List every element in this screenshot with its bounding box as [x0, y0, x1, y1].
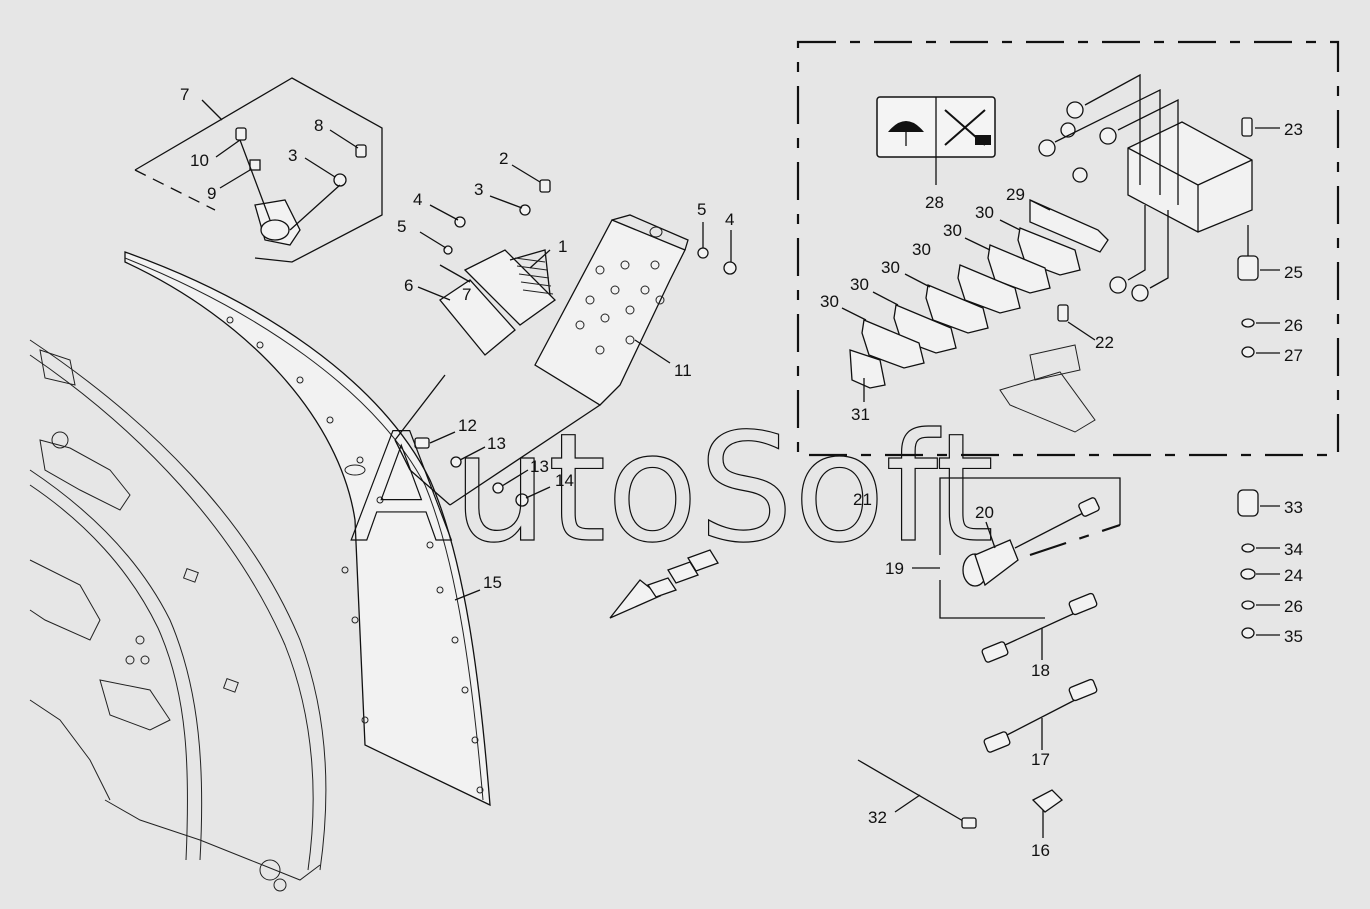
nut-35-icon [1241, 627, 1255, 639]
wing-nut-4b-icon [723, 261, 737, 275]
cable-17 [983, 678, 1098, 753]
connector-20 [962, 497, 1100, 587]
callout-35: 35 [1284, 627, 1303, 646]
callout-25: 25 [1284, 263, 1303, 282]
callout-32: 32 [868, 808, 887, 827]
callout-27: 27 [1284, 346, 1303, 365]
cap-33-icon [1237, 489, 1259, 517]
washer-26-icon [1241, 318, 1255, 328]
callout-3: 3 [288, 146, 297, 165]
screw-8-icon [355, 144, 367, 158]
washer-26b-icon [1241, 600, 1255, 610]
cable-18 [981, 592, 1098, 663]
callout-13: 13 [487, 434, 506, 453]
callout-16: 16 [1031, 841, 1050, 860]
callout-29: 29 [1006, 185, 1025, 204]
callout-30d: 30 [881, 258, 900, 277]
callout-13b: 13 [530, 457, 549, 476]
right-stack-top [1237, 117, 1280, 358]
cover-holes [575, 260, 665, 355]
nut-27-icon [1241, 346, 1255, 358]
washer-13-icon [450, 456, 462, 468]
callout-14: 14 [555, 471, 574, 490]
callout-2: 2 [499, 149, 508, 168]
callout-17: 17 [1031, 750, 1050, 769]
umbrella-icon [888, 121, 924, 132]
callout-26b: 26 [1284, 597, 1303, 616]
callout-10: 10 [190, 151, 209, 170]
screw-22-icon [1057, 304, 1069, 322]
fastener-chain [394, 374, 601, 601]
nut-9-icon [249, 159, 261, 171]
cable-tie [857, 759, 977, 829]
callout-1: 1 [558, 237, 567, 256]
callout-30b: 30 [943, 221, 962, 240]
callout-8: 8 [314, 116, 323, 135]
fender-panel [124, 251, 491, 807]
callout-34: 34 [1284, 540, 1303, 559]
fuse [1031, 789, 1064, 838]
callout-3b: 3 [474, 180, 483, 199]
washer-34-icon [1241, 543, 1255, 553]
callout-15: 15 [483, 573, 502, 592]
washer-3b-icon [519, 204, 531, 216]
grille-and-cover [417, 164, 737, 406]
washer-24-icon [1240, 568, 1256, 580]
right-stack-bottom [1237, 489, 1280, 639]
callout-12: 12 [458, 416, 477, 435]
callout-19: 19 [885, 559, 904, 578]
callout-7: 7 [180, 85, 189, 104]
callout-24: 24 [1284, 566, 1303, 585]
screw-10-icon [235, 127, 247, 141]
nut-14-icon [515, 493, 529, 507]
callout-18: 18 [1031, 661, 1050, 680]
callout-6: 6 [404, 276, 413, 295]
callout-11: 11 [674, 361, 692, 380]
callout-30f: 30 [820, 292, 839, 311]
electrical-kit-box [796, 40, 1340, 457]
gasket-part [439, 279, 516, 356]
terminal-blocks [849, 199, 1109, 433]
callout-9: 9 [207, 184, 216, 203]
callout-30a: 30 [975, 203, 994, 222]
grille-fins [514, 257, 554, 295]
callout-26: 26 [1284, 316, 1303, 335]
callout-33: 33 [1284, 498, 1303, 517]
panel-holes [226, 316, 484, 794]
callout-22: 22 [1095, 333, 1114, 352]
cable-gland-icon [1066, 101, 1084, 119]
end-plate-29 [1029, 199, 1109, 253]
screw-2-icon [539, 179, 551, 193]
washer-5b-icon [697, 247, 709, 259]
switch-part [254, 199, 301, 246]
warning-decal [876, 96, 996, 158]
callout-31: 31 [851, 405, 870, 424]
callout-30e: 30 [850, 275, 869, 294]
cap-25-icon [1237, 255, 1259, 281]
terminal-31 [849, 349, 886, 389]
switch-assembly-group [134, 77, 383, 263]
callout-7b: 7 [462, 285, 471, 304]
bolt-12-icon [414, 437, 430, 449]
callout-30c: 30 [912, 240, 931, 259]
direction-arrow-icon [609, 549, 719, 619]
callout-4b: 4 [725, 210, 734, 229]
callout-5: 5 [397, 217, 406, 236]
callout-20: 20 [975, 503, 994, 522]
callout-4: 4 [413, 190, 422, 209]
callout-23: 23 [1284, 120, 1303, 139]
junction-box [1038, 73, 1253, 302]
callout-5b: 5 [697, 200, 706, 219]
callout-28: 28 [925, 193, 944, 212]
screw-23-icon [1241, 117, 1253, 137]
callout-labels: 7 8 10 3 9 2 3 4 5 1 6 7 5 4 11 12 13 13… [180, 85, 1303, 860]
harness-kit-box [912, 477, 1121, 619]
callout-21: 21 [853, 490, 872, 509]
cab-structure [29, 339, 327, 892]
watermark: AutoSoft [350, 402, 994, 576]
washer-3-icon [333, 173, 347, 187]
washer-13b-icon [492, 482, 504, 494]
